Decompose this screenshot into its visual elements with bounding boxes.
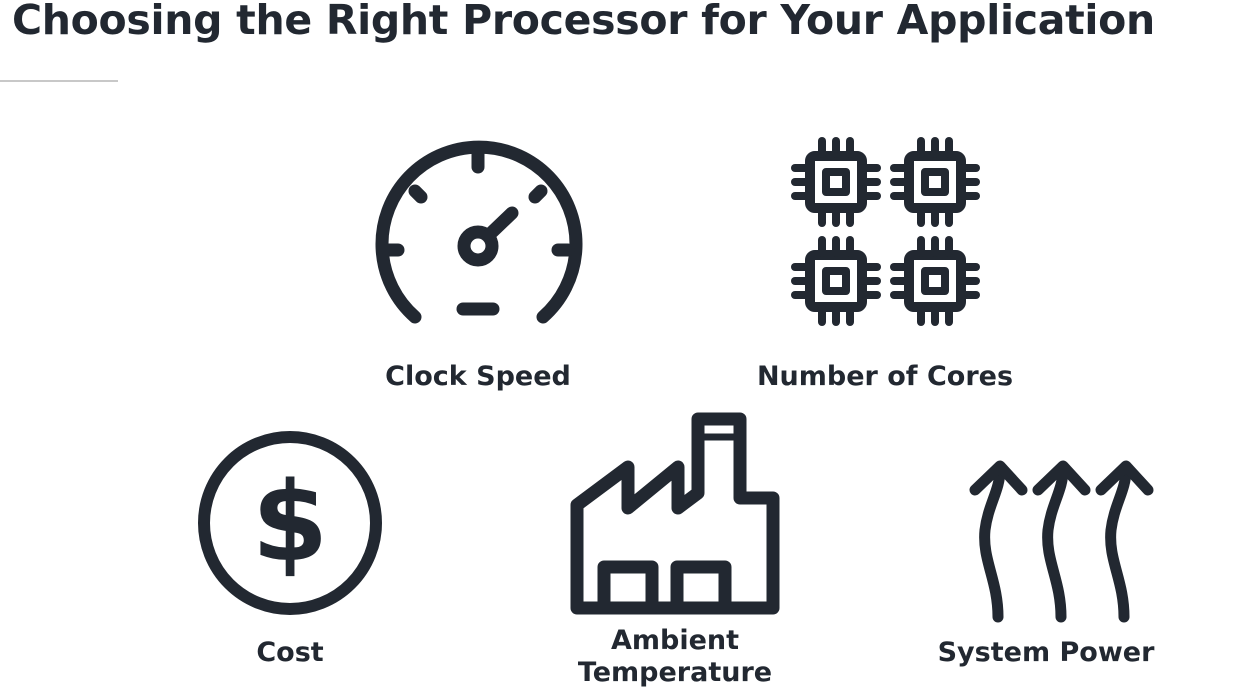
clock-speed-label: Clock Speed bbox=[385, 361, 571, 392]
dollar-coin-icon: $ bbox=[198, 431, 382, 615]
ambient-temperature-label-line1: Ambient bbox=[610, 625, 740, 656]
system-power-label: System Power bbox=[937, 637, 1155, 668]
factory-icon bbox=[570, 412, 780, 615]
cost-label: Cost bbox=[256, 637, 324, 668]
speedometer-icon bbox=[375, 140, 583, 324]
title-underline bbox=[0, 80, 118, 82]
cpu-chips-icon bbox=[782, 130, 988, 335]
number-of-cores-label: Number of Cores bbox=[756, 361, 1014, 392]
svg-text:$: $ bbox=[252, 458, 329, 586]
slide-title: Choosing the Right Processor for Your Ap… bbox=[12, 0, 1155, 44]
heat-arrows-icon bbox=[969, 460, 1154, 623]
ambient-temperature-label-line2: Temperature bbox=[577, 657, 773, 688]
